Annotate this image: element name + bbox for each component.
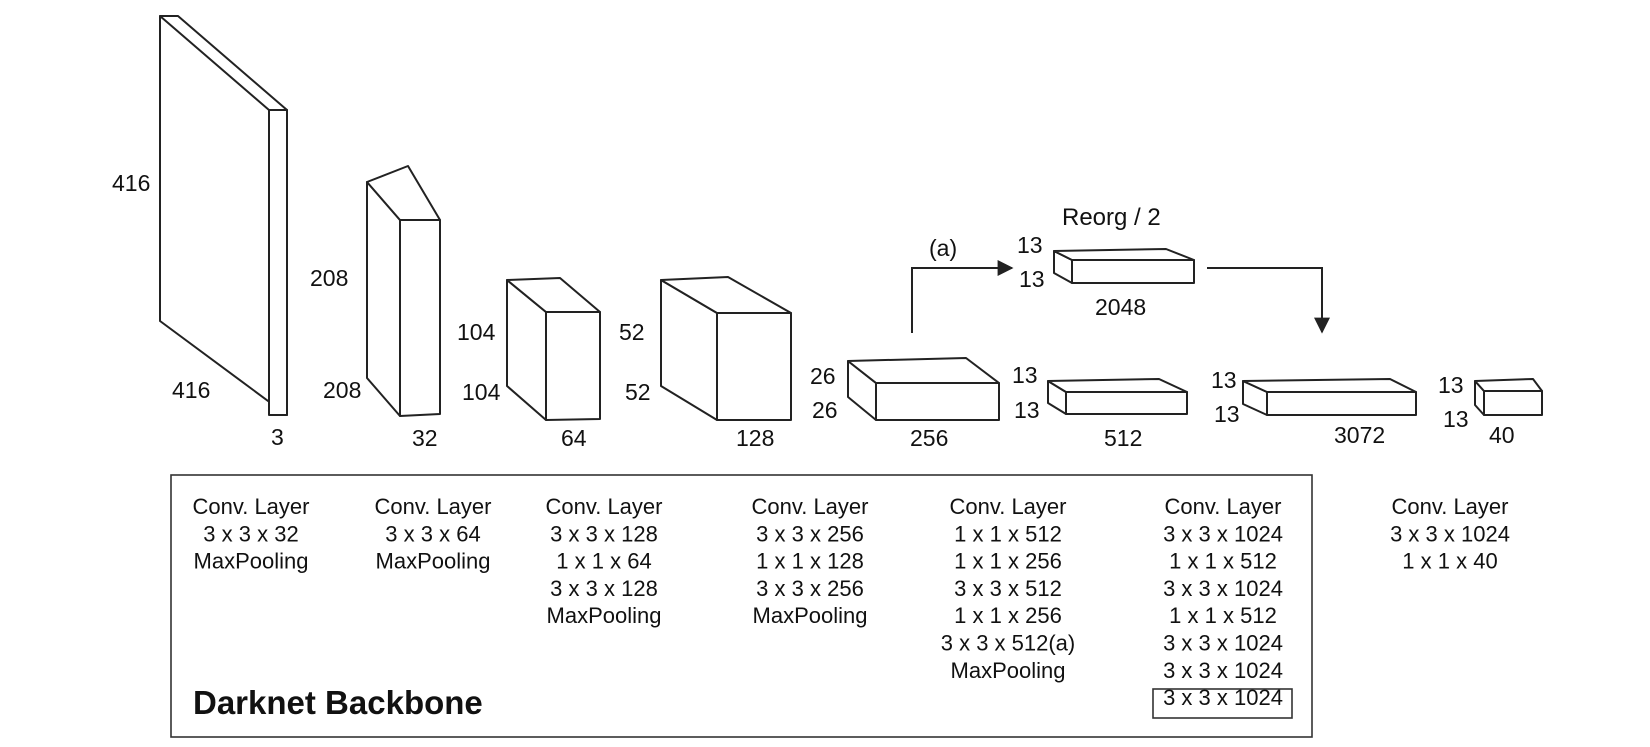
block-7-height-label: 13: [1017, 232, 1043, 258]
feature-map-block-1: 416 416 3: [112, 15, 288, 450]
layer-spec: 3 x 3 x 128: [550, 521, 658, 546]
layer-spec: 3 x 3 x 128: [550, 576, 658, 601]
layer-spec: 1 x 1 x 512: [1169, 603, 1277, 628]
layer-header: Conv. Layer: [950, 494, 1067, 519]
block-8-depth-label: 3072: [1334, 422, 1385, 448]
layer-spec: 1 x 1 x 256: [954, 603, 1062, 628]
layer-spec: 1 x 1 x 40: [1402, 549, 1497, 574]
layer-spec: 3 x 3 x 64: [385, 521, 480, 546]
branch-label: (a): [929, 235, 957, 261]
block-6-depth-label: 512: [1104, 425, 1142, 451]
layer-spec: 1 x 1 x 128: [756, 549, 864, 574]
block-5-width-label: 26: [812, 397, 838, 423]
block-9-width-label: 13: [1443, 406, 1469, 432]
block-5-height-label: 26: [810, 363, 836, 389]
layer-spec: 3 x 3 x 1024: [1163, 631, 1283, 656]
block-7-width-label: 13: [1019, 266, 1045, 292]
block-5-depth-label: 256: [910, 425, 948, 451]
block-3-depth-label: 64: [561, 425, 587, 451]
block-6-width-label: 13: [1014, 397, 1040, 423]
reorg-branch-arrows: (a): [911, 235, 1330, 334]
layer-header: Conv. Layer: [1165, 494, 1282, 519]
feature-map-block-3: 104 104 64: [457, 277, 601, 451]
block-2-depth-label: 32: [412, 425, 438, 451]
reorg-label: Reorg / 2: [1062, 204, 1161, 231]
layer-spec: 3 x 3 x 32: [203, 521, 298, 546]
block-1-width-label: 416: [172, 377, 210, 403]
last-layer-highlight-box: [1152, 688, 1293, 719]
darknet-backbone-frame: [170, 474, 1313, 738]
block-3-height-label: 104: [457, 319, 496, 345]
feature-map-block-7-reorg: 13 13 2048 Reorg / 2: [1017, 204, 1195, 320]
block-2-width-label: 208: [323, 377, 361, 403]
block-8-height-label: 13: [1211, 367, 1237, 393]
layer-spec: MaxPooling: [753, 603, 868, 628]
feature-map-block-6: 13 13 512: [1012, 362, 1188, 451]
backbone-title: Darknet Backbone: [193, 684, 483, 721]
block-9-height-label: 13: [1438, 372, 1464, 398]
layer-spec: 3 x 3 x 512: [954, 576, 1062, 601]
block-7-depth-label: 2048: [1095, 294, 1146, 320]
block-9-depth-label: 40: [1489, 422, 1515, 448]
layer-spec: MaxPooling: [951, 658, 1066, 683]
block-8-width-label: 13: [1214, 401, 1240, 427]
block-4-width-label: 52: [625, 379, 651, 405]
layer-spec: 1 x 1 x 64: [556, 549, 651, 574]
layer-spec: 3 x 3 x 1024: [1163, 576, 1283, 601]
concat-arrow-down: [1207, 267, 1330, 334]
layer-spec: 1 x 1 x 256: [954, 549, 1062, 574]
layer-header: Conv. Layer: [193, 494, 310, 519]
branch-arrow-up: [911, 260, 1014, 333]
block-1-height-label: 416: [112, 170, 150, 196]
block-3-width-label: 104: [462, 379, 501, 405]
layer-spec: MaxPooling: [547, 603, 662, 628]
layer-spec: 3 x 3 x 256: [756, 576, 864, 601]
feature-map-block-8: 13 13 3072: [1211, 367, 1417, 448]
layer-spec: 3 x 3 x 1024: [1163, 521, 1283, 546]
layer-spec: 1 x 1 x 512: [1169, 549, 1277, 574]
layer-spec: 1 x 1 x 512: [954, 521, 1062, 546]
layer-spec: 3 x 3 x 1024: [1390, 521, 1510, 546]
block-2-height-label: 208: [310, 265, 348, 291]
block-6-height-label: 13: [1012, 362, 1038, 388]
layer-header: Conv. Layer: [546, 494, 663, 519]
layer-spec: 3 x 3 x 512(a): [941, 631, 1076, 656]
layer-spec: 3 x 3 x 1024: [1163, 658, 1283, 683]
block-1-depth-label: 3: [271, 424, 284, 450]
feature-map-block-9: 13 13 40: [1438, 372, 1543, 448]
layer-header: Conv. Layer: [375, 494, 492, 519]
block-4-depth-label: 128: [736, 425, 774, 451]
layer-spec: MaxPooling: [376, 549, 491, 574]
feature-map-block-4: 52 52 128: [619, 276, 792, 451]
block-4-height-label: 52: [619, 319, 645, 345]
layer-header: Conv. Layer: [1392, 494, 1509, 519]
layer-spec: MaxPooling: [194, 549, 309, 574]
layer-spec: 3 x 3 x 256: [756, 521, 864, 546]
feature-map-block-2: 208 208 32: [310, 165, 441, 451]
layer-header: Conv. Layer: [752, 494, 869, 519]
feature-map-block-5: 26 26 256: [810, 357, 1000, 451]
